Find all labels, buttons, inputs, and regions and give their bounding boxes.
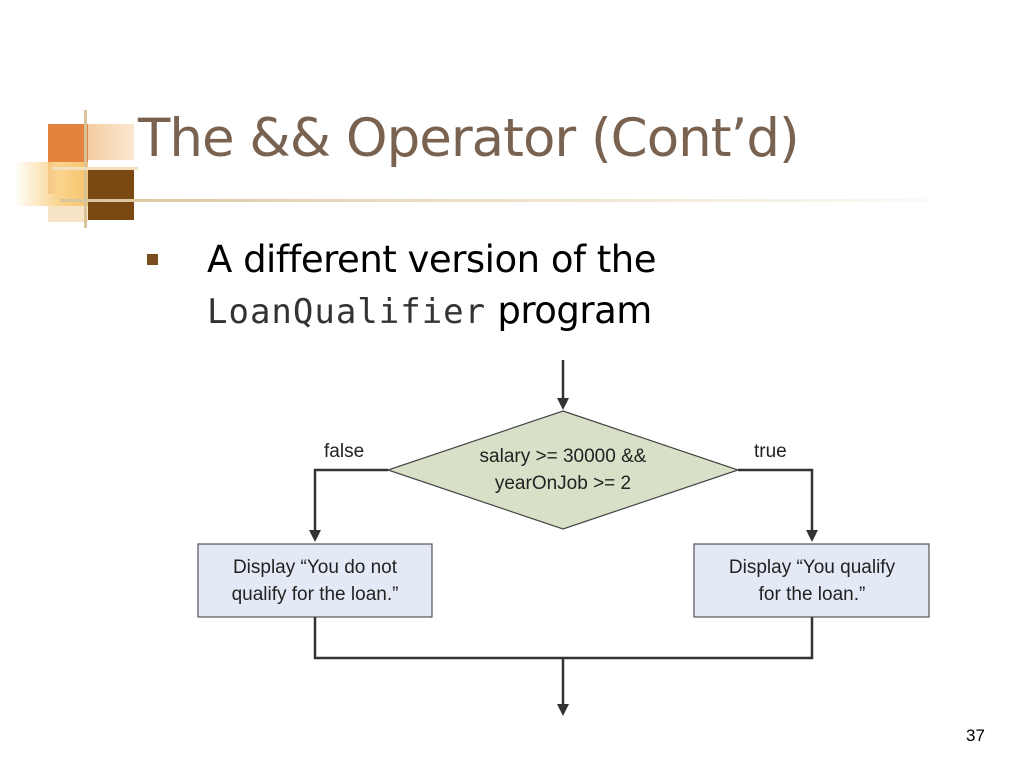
- false-box-text-line2: qualify for the loan.”: [232, 584, 399, 605]
- true-box-text-line2: for the loan.”: [759, 584, 866, 605]
- decision-text-line1: salary >= 30000 &&: [480, 446, 647, 467]
- bullet-text-line1: A different version of the: [207, 238, 656, 281]
- true-branch-line: [738, 468, 818, 542]
- merge-line: [313, 617, 814, 660]
- true-label: true: [754, 441, 787, 462]
- decision-diamond: [386, 410, 740, 530]
- true-process-box: [693, 543, 930, 618]
- decision-text-line2: yearOnJob >= 2: [495, 473, 631, 494]
- false-process-box: [197, 543, 433, 618]
- false-box-text-line1: Display “You do not: [233, 557, 398, 578]
- decorative-corner-graphic: [0, 0, 140, 230]
- title-underline: [60, 199, 930, 202]
- true-box-text-line1: Display “You qualify: [729, 557, 896, 578]
- bullet-marker: [147, 254, 158, 265]
- slide-title: The && Operator (Cont’d): [138, 108, 800, 169]
- bullet-code-text: LoanQualifier: [207, 292, 487, 332]
- bullet-text-line2: LoanQualifier program: [207, 289, 652, 332]
- bullet-text-program: program: [497, 289, 652, 332]
- page-number: 37: [966, 726, 985, 745]
- false-branch-line: [309, 468, 388, 542]
- false-label: false: [324, 441, 364, 462]
